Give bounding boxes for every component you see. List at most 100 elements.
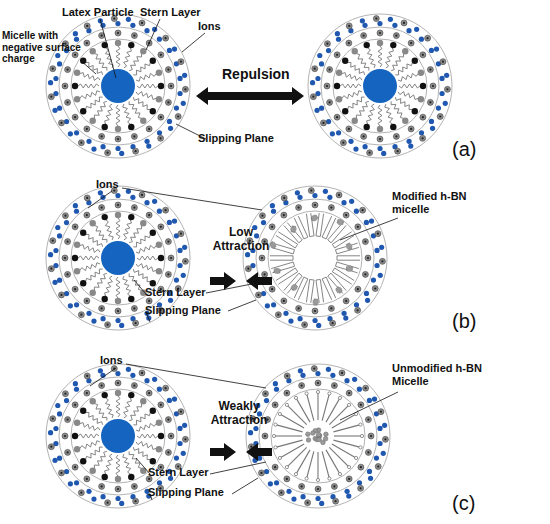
ion [64,119,69,124]
surfactant-head [274,446,277,449]
ion [377,30,383,36]
ion-core [80,492,82,494]
surfactant-tail [94,54,106,71]
surfactant-head [72,433,78,439]
ion [105,500,111,506]
surfactant-head [115,126,121,132]
ion [144,139,149,144]
surfactant-head [158,433,164,439]
ion-core [336,54,338,56]
ion-core [117,32,119,34]
ion [178,409,184,415]
ion [131,383,137,389]
ion [373,16,379,22]
ion [362,23,367,28]
ion [269,224,275,230]
ion-core [101,135,103,137]
surfactant-chain [275,425,302,432]
ion [177,248,182,253]
ion [68,481,73,486]
surfactant-head [156,420,162,426]
ion [296,305,302,311]
ion [348,139,353,144]
h-bn-particle [324,432,329,437]
surfactant-head [115,40,121,46]
ion-core [263,273,265,275]
ion [73,203,78,208]
ion [99,133,105,139]
surfactant-tail [136,423,156,431]
ion [341,200,346,205]
ion-core [286,478,288,480]
surfactant-head [305,392,308,395]
ion [48,80,53,85]
ion [352,377,357,382]
ion [271,209,276,214]
ion-core [312,96,314,98]
surfactant-head [115,476,121,482]
ion-core [86,25,88,27]
panel-letter: (a) [452,138,476,161]
ion-core [160,137,162,139]
ion [406,139,411,144]
ion [119,323,124,328]
ion [271,302,276,307]
surfactant-tail [399,84,420,88]
surfactant-tail [398,73,418,81]
surfactant-tail [385,104,393,124]
surfactant-head [80,280,86,286]
h-bn-particle [323,436,328,441]
ion [158,224,164,230]
micelle [246,364,390,508]
ion [165,99,171,105]
ion [58,292,64,298]
ion-core [64,215,66,217]
leader-line [232,478,258,494]
ion-core [160,54,162,56]
ion-core [133,384,135,386]
surfactant-head [128,392,134,398]
ion-core [442,61,444,63]
ion-core [379,32,381,34]
ion-core [333,485,335,487]
ion-core [345,300,347,302]
ion [168,83,174,89]
ion [408,40,414,46]
ion [261,220,266,225]
ion [295,190,300,195]
ion-core [367,257,369,259]
surfactant-chain [334,435,362,436]
ion [167,119,172,124]
ion [74,130,79,135]
ion [378,409,384,415]
ion [182,258,188,264]
leader-line [146,19,160,50]
surfactant-chain [287,447,307,467]
ion [177,426,182,431]
ion [320,120,326,126]
ion-core [74,288,76,290]
ion-core [184,438,186,440]
ion [430,126,435,131]
ion [284,373,290,379]
ion-core [86,197,88,199]
ion-core [277,314,279,316]
surfactant-head [72,255,78,261]
ion [91,146,96,151]
surfactant-head [402,118,408,124]
surfactant-head [158,255,164,261]
h-bn-flake [270,242,276,249]
h-bn-flake [311,215,317,222]
surfactant-tail [129,54,141,71]
ion [393,33,399,39]
ion-core [274,404,276,406]
ion [364,220,369,225]
ion [314,108,319,113]
ion [283,311,288,316]
ion [372,397,377,402]
ion [86,489,91,494]
ion [78,490,84,496]
ion [344,378,349,383]
ion [339,370,345,376]
